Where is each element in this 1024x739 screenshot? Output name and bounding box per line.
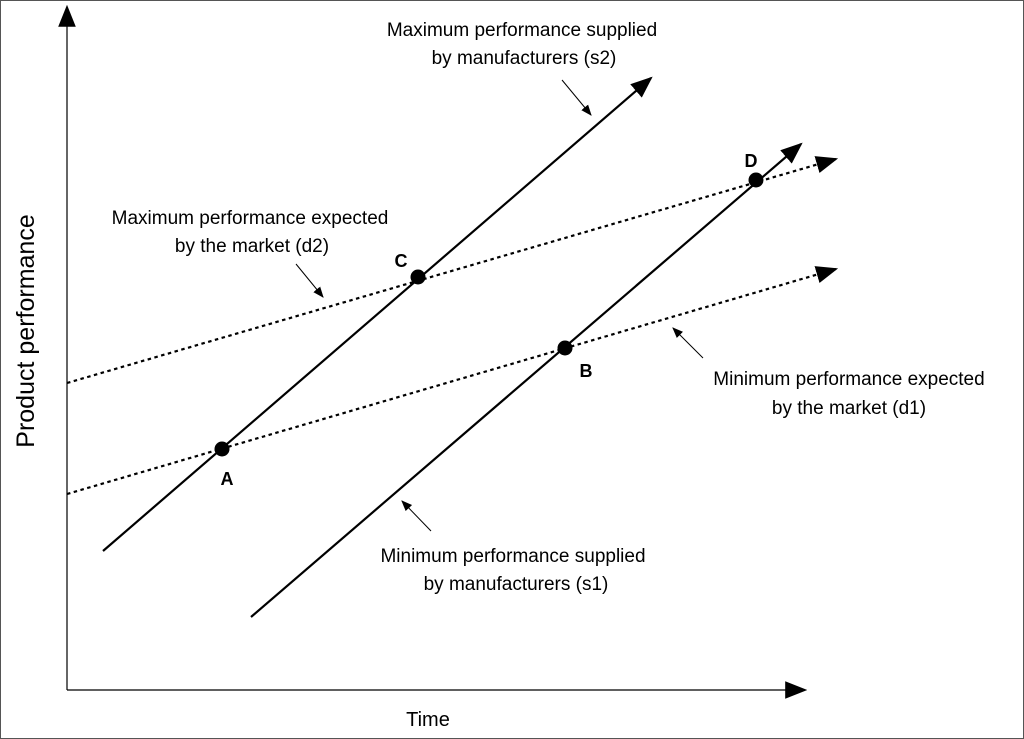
point-c-label: C — [395, 251, 408, 271]
point-b-marker — [557, 340, 573, 356]
s1-callout-arrow — [401, 500, 432, 532]
d2-line — [66, 156, 839, 385]
s1-label-line1: Minimum performance supplied — [380, 546, 645, 567]
s2-label-line1: Maximum performance supplied — [387, 20, 657, 41]
d1-label-line1: Minimum performance expected — [713, 369, 984, 390]
d1-line — [66, 266, 839, 496]
x-axis-label: Time — [406, 709, 450, 731]
s2-callout-arrow — [561, 79, 592, 116]
point-b-label: B — [580, 361, 593, 381]
s2-line — [102, 76, 653, 552]
point-a-marker — [214, 441, 230, 457]
point-c-marker — [410, 269, 426, 285]
d2-callout-arrow — [295, 263, 324, 298]
s1-label-line2: by manufacturers (s1) — [424, 574, 609, 595]
s2-label-line2: by manufacturers (s2) — [432, 48, 617, 69]
point-d-label: D — [745, 151, 758, 171]
y-axis-label: Product performance — [12, 214, 40, 447]
d2-label-line1: Maximum performance expected — [112, 208, 389, 229]
point-d-marker — [748, 172, 764, 188]
point-a-label: A — [221, 469, 234, 489]
d2-label-line2: by the market (d2) — [175, 236, 329, 257]
d1-callout-arrow — [672, 327, 704, 359]
s1-line — [250, 142, 803, 618]
d1-label-line2: by the market (d1) — [772, 398, 926, 419]
